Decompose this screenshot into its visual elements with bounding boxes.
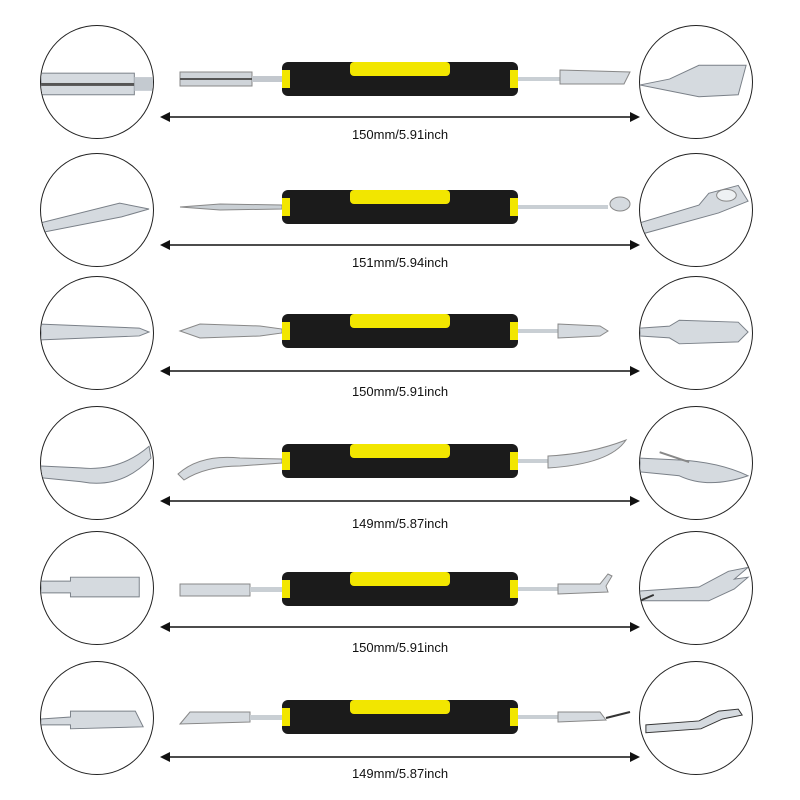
left-tip-detail-circle — [40, 406, 154, 520]
left-tip-detail-circle — [40, 661, 154, 775]
angled-blade-icon — [640, 64, 747, 98]
forked-tip-icon — [640, 566, 750, 602]
right-tip-detail-circle — [639, 276, 753, 390]
tool-image — [160, 564, 640, 614]
angled-flat-icon — [41, 710, 144, 730]
dimension-label: 150mm/5.91inch — [351, 640, 449, 655]
bent-hook-icon — [645, 708, 743, 734]
dimension-label: 150mm/5.91inch — [351, 127, 449, 142]
left-tip-detail-circle — [40, 276, 154, 390]
dimension-arrow — [160, 750, 640, 764]
left-tip-detail-circle — [40, 25, 154, 139]
tool-row-5: 150mm/5.91inch — [0, 526, 800, 655]
hooked-spoon-icon — [640, 184, 749, 236]
tool-row-6: 149mm/5.87inch — [0, 656, 800, 784]
left-tip-detail-circle — [40, 531, 154, 645]
dimension-label: 151mm/5.94inch — [351, 255, 449, 270]
tool-row-1: 150mm/5.91inch — [0, 10, 800, 142]
dimension-label: 149mm/5.87inch — [351, 516, 449, 531]
serrated-scraper-icon — [41, 72, 153, 96]
dimension-arrow — [160, 110, 640, 124]
right-tip-detail-circle — [639, 25, 753, 139]
tool-image — [160, 436, 640, 486]
curved-blade-icon — [640, 451, 750, 484]
tool-image — [160, 306, 640, 356]
right-tip-detail-circle — [639, 661, 753, 775]
tool-image — [160, 692, 640, 742]
rounded-paddle-icon — [640, 319, 749, 345]
dimension-arrow — [160, 620, 640, 634]
pointed-flat-icon — [41, 202, 150, 234]
dimension-arrow — [160, 494, 640, 508]
dimension-label: 150mm/5.91inch — [351, 384, 449, 399]
dimension-arrow — [160, 364, 640, 378]
square-flat-icon — [41, 576, 140, 598]
curved-spatula-icon — [41, 445, 152, 484]
right-tip-detail-circle — [639, 153, 753, 267]
tool-image — [160, 182, 640, 232]
right-tip-detail-circle — [639, 406, 753, 520]
tool-row-2: 151mm/5.94inch — [0, 138, 800, 270]
dimension-label: 149mm/5.87inch — [351, 766, 449, 781]
tool-row-4: 149mm/5.87inch — [0, 396, 800, 531]
dimension-arrow — [160, 238, 640, 252]
tapered-flat-icon — [41, 323, 151, 341]
tool-row-3: 150mm/5.91inch — [0, 266, 800, 399]
tool-image — [160, 54, 640, 104]
right-tip-detail-circle — [639, 531, 753, 645]
left-tip-detail-circle — [40, 153, 154, 267]
